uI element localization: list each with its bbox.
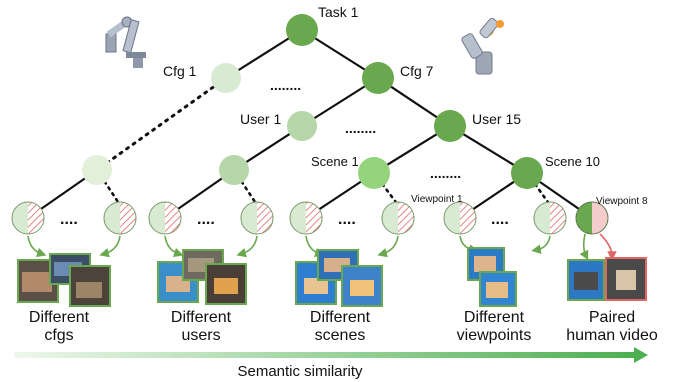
- leaf-scene-1: [289, 201, 323, 235]
- caption-users-line2: users: [181, 327, 220, 344]
- edge-cfg1-dotted: [95, 76, 228, 172]
- photo-group-cfgs: [17, 253, 111, 307]
- label-scene10: Scene 10: [545, 154, 600, 169]
- photo-group-paired-human-video: [567, 257, 647, 301]
- node-task1: [286, 14, 318, 46]
- caption-cfgs-line2: cfgs: [44, 327, 73, 344]
- node-cfg1: [211, 63, 241, 93]
- leaf-scene-2: [381, 201, 415, 235]
- leaf-cfg-2: [103, 201, 137, 235]
- node-scene1: [358, 157, 390, 189]
- semantic-similarity-arrow: [14, 347, 648, 363]
- caption-cfgs-line1: Different: [29, 309, 90, 326]
- leaf-viewpoint-1: [443, 201, 477, 235]
- photo-group-users: [157, 249, 247, 305]
- node-user1: [287, 111, 317, 141]
- leaf-arrows: [27, 233, 617, 261]
- tree-nodes: [82, 14, 543, 189]
- leaf-viewpoint-8: [575, 201, 609, 235]
- caption-users-line1: Different: [171, 309, 232, 326]
- photo-group-scenes: [295, 249, 383, 307]
- ellipsis-user: ........: [345, 120, 376, 136]
- leaf-cfg-1: [11, 201, 45, 235]
- caption-scenes-line1: Different: [310, 309, 371, 326]
- label-user15: User 15: [472, 111, 521, 127]
- label-scene1: Scene 1: [311, 154, 359, 169]
- robot-arm-icon-left: [105, 16, 146, 68]
- leaf-viewpoint-2: [533, 201, 567, 235]
- caption-viewpoints-line1: Different: [464, 309, 525, 326]
- ellipsis-cfg: ........: [270, 77, 301, 93]
- node-cfg-subtree: [82, 155, 112, 185]
- axis-label: Semantic similarity: [237, 363, 363, 380]
- ellipsis-leaf-scene: ....: [338, 211, 356, 228]
- label-cfg7: Cfg 7: [400, 63, 434, 79]
- label-viewpoint8: Viewpoint 8: [596, 196, 648, 207]
- caption-paired-line1: Paired: [589, 309, 635, 326]
- node-scene10: [511, 157, 543, 189]
- node-cfg7: [362, 62, 394, 94]
- caption-viewpoints-line2: viewpoints: [457, 327, 532, 344]
- leaf-user-2: [240, 201, 274, 235]
- ellipsis-scene: ........: [430, 165, 461, 181]
- ellipsis-leaf-user: ....: [197, 211, 215, 228]
- node-user-subtree: [219, 155, 249, 185]
- label-viewpoint1: Viewpoint 1: [411, 194, 463, 205]
- label-cfg1: Cfg 1: [163, 63, 197, 79]
- leaf-user-1: [148, 201, 182, 235]
- leaf-nodes: [11, 201, 609, 235]
- photo-group-viewpoints: [467, 247, 517, 307]
- label-task1: Task 1: [318, 4, 359, 20]
- ellipsis-leaf-viewpoint: ....: [491, 211, 509, 228]
- robot-arm-icon-right: [461, 17, 504, 75]
- ellipsis-leaf-cfg: ....: [60, 211, 78, 228]
- label-user1: User 1: [240, 111, 281, 127]
- caption-scenes-line2: scenes: [315, 327, 366, 344]
- caption-paired-line2: human video: [566, 327, 658, 344]
- node-user15: [434, 110, 466, 142]
